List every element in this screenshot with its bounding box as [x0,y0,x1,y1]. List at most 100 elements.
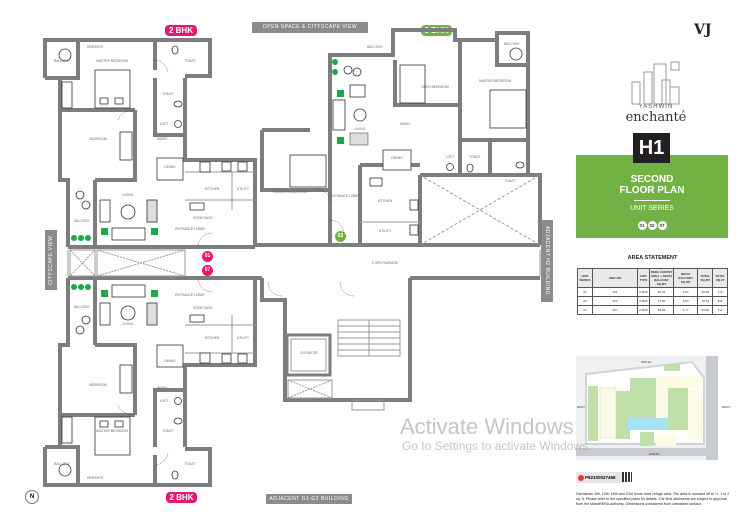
disclaimer: Disclaimer: 6th, 13th, 18th and 23rd flo… [576,492,730,506]
room-label: BEDROOM [89,137,106,141]
room-label: WASH [157,137,167,141]
site-plan: SOUTH NORTH EAST WEST [576,356,730,460]
room-label: TOILET [184,59,195,63]
area-statement-table: UNIT SERIES UNIT NO UNIT TYPE RERA CARPE… [577,268,728,315]
room-label: BEDROOM [89,383,106,387]
column-header: TOTAL SQ.FT [712,268,728,288]
column-header: RERA CARPET AREA + DECK/ BALCONY SQ.MT [649,268,674,288]
unit-07-room-labels: BALCONY MASTER BEDROOM DRESSER TOILET TO… [54,293,250,480]
room-label: PARENTS BEDROOM [273,190,307,194]
room-label: DINING [391,156,403,160]
developer-logo: VJ [694,22,712,38]
cell: 717 [712,305,728,315]
room-label: KITCHEN [378,199,393,203]
cell: 78.64 [697,296,714,306]
floor-title-line2: FLOOR PLAN [619,185,685,196]
room-label: MASTER BEDROOM [96,59,128,63]
room-label: UTILITY [379,229,392,233]
room-label: KITCHEN [205,187,220,191]
unit-series-badge: 01 [637,221,647,230]
cell: 846 [712,296,728,306]
unit-01-room-labels: BALCONY MASTER BEDROOM DRESSER TOILET TO… [54,45,250,231]
unit-series-label: UNIT SERIES [630,205,674,212]
room-label: DRESSER [87,476,104,480]
room-label: BALCONY [54,59,71,63]
room-label: ENTRANCE LOBBY [175,293,206,297]
unit-02-drawing [255,28,542,247]
unit-marker-07: 07 [202,265,213,276]
area-statement-title: AREA STATEMENT [627,255,678,261]
unit-series-badge: 07 [657,221,667,230]
unit-01-drawing [43,38,257,249]
column-header: UNIT SERIES [577,268,593,288]
unit-marker-02: 02 [335,231,346,242]
room-label: UTILITY [237,187,250,191]
room-label: UTILITY [237,336,250,340]
room-label: WASH [400,122,410,126]
activation-watermark: Activate Windows Go to Settings to activ… [400,414,600,453]
cell: 02 [577,296,593,306]
cell: 60.35 [649,287,674,297]
site-south-label: SOUTH [641,360,652,364]
room-label: TOILET [162,92,173,96]
rera-number: P52100027458 [585,475,616,480]
project-logo-graphic [631,61,680,105]
room-label: WASH [157,386,167,390]
passage-label: 2 HRS PASSAGE [372,261,399,265]
cell: 5.64 [672,296,699,306]
room-label: DRESSER [87,45,104,49]
cell: 710 [712,287,728,297]
floor-title-line1: SECOND [630,174,674,185]
cell: 207 [592,305,638,315]
unit-series-badge: 02 [647,221,657,230]
room-label: LOFT [446,155,454,159]
room-label: SHOE RACK [193,216,213,220]
cell: 59.89 [649,305,674,315]
sheet-code: H1 [633,133,670,163]
column-header: DECK/ BALCONY SQ.MT [672,268,699,288]
elevator-label: ELEVATOR [300,351,318,355]
cell: 07 [577,305,593,315]
room-label: BALCONY [504,42,521,46]
site-east-label: EAST [577,405,585,409]
room-label: BALCONY [367,45,384,49]
room-label: TOILET [469,155,480,159]
qr-code [622,472,632,482]
rera-logo-icon [578,474,584,481]
bottom-view-label: ADJACENT G1-G2 BUILDING [266,494,352,504]
unit-marker-01: 01 [202,251,213,262]
rera-badge: P52100027458 [576,472,623,483]
room-label: LIVING [355,127,366,131]
room-label: LOFT [160,122,168,126]
room-label: OPEN BEDROOM [421,85,449,89]
room-label: LIVING [123,193,134,197]
room-label: LOFT [160,399,168,403]
unit-type-badge-2bhk-top: 2 BHK [165,25,197,36]
cell: 01 [577,287,593,297]
room-label: BALCONY [54,462,71,466]
cell: 65.99 [697,287,714,297]
cell: 5.64 [672,287,699,297]
room-label: KITCHEN [205,336,220,340]
room-label: TOILET [504,179,515,183]
project-name-line1: YASHWIN [638,104,674,110]
column-header: UNIT NO [592,268,638,288]
room-label: LIVING [123,322,134,326]
cell: 202 [592,296,638,306]
cell: 201 [592,287,638,297]
room-label: TOILET [162,429,173,433]
room-label: DINING [164,165,176,169]
room-label: BALCONY [74,305,91,309]
north-compass: N [25,490,39,504]
watermark-line2: Go to Settings to activate Windows. [402,439,592,453]
cell: 73.00 [649,296,674,306]
cell: 66.66 [697,305,714,315]
right-view-label: ADJACENT H2 BUILDING [541,220,553,302]
room-label: MASTER BEDROOM [96,429,128,433]
room-label: ENTRANCE LOBBY [175,227,206,231]
cell: 2 BHK [637,305,650,315]
cell: 3 BHK [637,296,650,306]
